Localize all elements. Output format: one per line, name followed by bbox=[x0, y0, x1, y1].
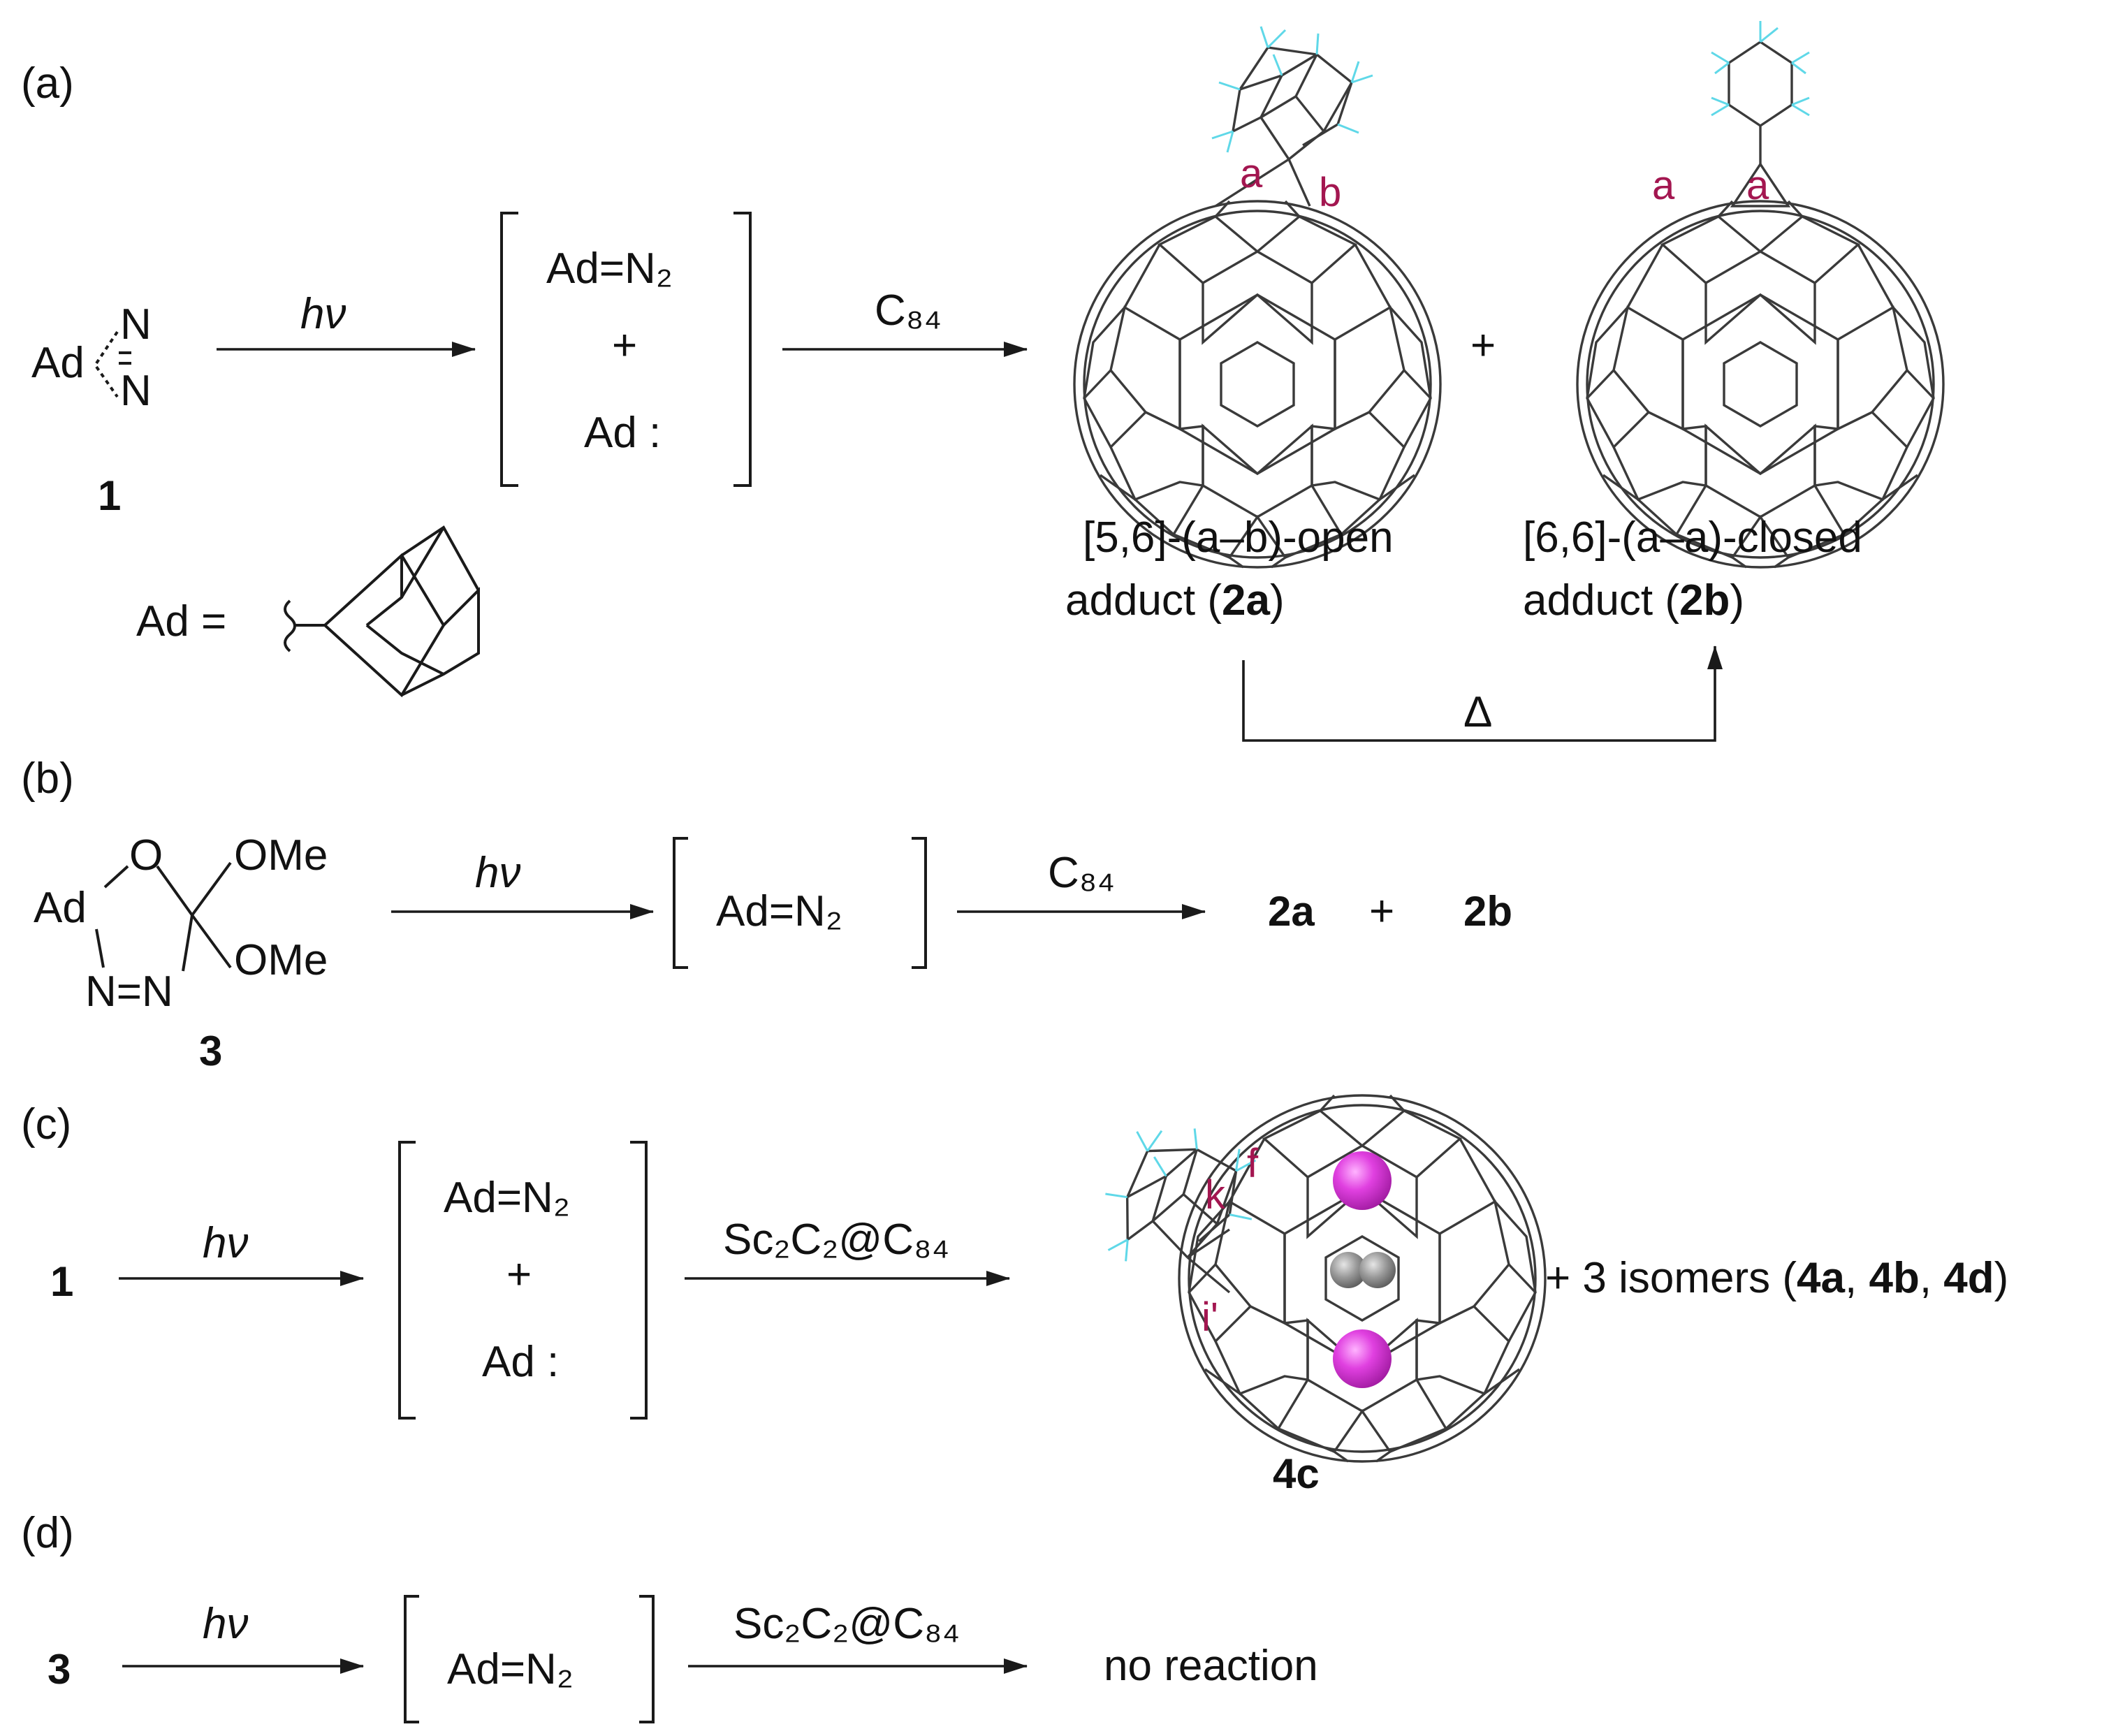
attachment-wavy-bond bbox=[284, 599, 296, 652]
fullerene-2b: a a bbox=[1576, 21, 1945, 569]
ad-definition-label: Ad = bbox=[136, 597, 226, 645]
site-2a-a: a bbox=[1240, 151, 1263, 196]
scandium-atom-bottom bbox=[1333, 1329, 1392, 1388]
condition-a-2: C₈₄ bbox=[875, 286, 942, 335]
intermediate-c-carbene: Ad : bbox=[482, 1338, 559, 1386]
plus-a: + bbox=[1470, 321, 1496, 370]
condition-a-1: hν bbox=[300, 290, 346, 338]
oxadiazoline-nn: N=N bbox=[85, 968, 173, 1016]
product-b-2a: 2a bbox=[1268, 888, 1315, 935]
compound-label-1: 1 bbox=[98, 472, 121, 519]
caption-2b-line1: [6,6]-(a–a)-closed bbox=[1523, 513, 1862, 562]
bracket-a-right bbox=[733, 212, 752, 487]
condition-b-1: hν bbox=[475, 849, 520, 897]
caption-2a-line1: [5,6]-(a–b)-open bbox=[1083, 513, 1394, 562]
caption-2b-line2: adduct (2b) bbox=[1523, 576, 1744, 625]
intermediate-c-plus: + bbox=[506, 1250, 532, 1299]
heat-label: Δ bbox=[1463, 688, 1492, 736]
panel-d-tag: (d) bbox=[21, 1509, 74, 1557]
fullerene-2a: a b bbox=[1073, 25, 1442, 569]
diazirine-n-top: N bbox=[120, 300, 152, 349]
bracket-c-left bbox=[398, 1141, 416, 1420]
carbide-carbon-right bbox=[1359, 1252, 1396, 1288]
panel-c-tag: (c) bbox=[21, 1100, 71, 1148]
reactant-d-3: 3 bbox=[48, 1646, 71, 1693]
diazirine-1: Ad N N 1 bbox=[31, 300, 152, 519]
site-2b-a-right: a bbox=[1746, 163, 1769, 208]
isomers-text: + 3 isomers (4a, 4b, 4d) bbox=[1545, 1254, 2008, 1302]
reactant-c-1: 1 bbox=[50, 1258, 73, 1305]
condition-d-1: hν bbox=[203, 1600, 248, 1648]
compound-label-3: 3 bbox=[199, 1028, 222, 1074]
diazirine-n-bottom: N bbox=[120, 367, 152, 415]
oxadiazoline-3: Ad O OMe OMe N=N 3 bbox=[34, 831, 328, 1074]
condition-c-2: Sc₂C₂@C₈₄ bbox=[723, 1216, 949, 1264]
bracket-c-right bbox=[630, 1141, 648, 1420]
intermediate-a-plus: + bbox=[612, 321, 637, 370]
site-2a-b: b bbox=[1319, 170, 1341, 215]
condition-b-2: C₈₄ bbox=[1048, 849, 1115, 897]
adamantyl-definition: Ad = bbox=[136, 526, 480, 696]
intermediate-b: Ad=N₂ bbox=[716, 887, 842, 935]
cyclohexylidene-2b bbox=[1711, 21, 1810, 128]
oxadiazoline-ome-top: OMe bbox=[234, 831, 328, 880]
compound-label-4c: 4c bbox=[1273, 1450, 1320, 1497]
intermediate-c-diazo: Ad=N₂ bbox=[444, 1174, 570, 1222]
heat-conversion-arrow bbox=[1242, 645, 1723, 742]
plus-b: + bbox=[1369, 887, 1394, 935]
site-4c-f: f bbox=[1247, 1141, 1259, 1186]
product-b-2b: 2b bbox=[1463, 888, 1512, 935]
intermediate-a-diazo: Ad=N₂ bbox=[546, 245, 673, 293]
bracket-b-left bbox=[673, 837, 688, 969]
bracket-d-left bbox=[404, 1595, 419, 1723]
adamantane-structure bbox=[323, 526, 480, 696]
site-4c-k: k bbox=[1205, 1172, 1226, 1218]
panel-b-tag: (b) bbox=[21, 754, 74, 803]
intermediate-a-carbene: Ad : bbox=[584, 409, 661, 457]
reactant-1-group: Ad bbox=[31, 339, 85, 387]
site-2b-a-left: a bbox=[1652, 163, 1675, 208]
caption-2a-line2: adduct (2a) bbox=[1065, 576, 1285, 625]
scandium-atom-top bbox=[1333, 1151, 1392, 1210]
oxadiazoline-o: O bbox=[129, 831, 163, 880]
intermediate-d: Ad=N₂ bbox=[447, 1645, 574, 1693]
reactant-3-group: Ad bbox=[34, 884, 87, 932]
site-4c-i-prime: i' bbox=[1202, 1294, 1218, 1340]
condition-c-1: hν bbox=[203, 1219, 248, 1267]
endohedral-fullerene-4c: k f i' bbox=[1087, 1094, 1547, 1463]
result-no-reaction: no reaction bbox=[1104, 1642, 1318, 1690]
panel-a-tag: (a) bbox=[21, 59, 74, 108]
condition-d-2: Sc₂C₂@C₈₄ bbox=[733, 1600, 960, 1648]
bracket-a-left bbox=[500, 212, 518, 487]
bracket-b-right bbox=[912, 837, 927, 969]
oxadiazoline-ome-bottom: OMe bbox=[234, 936, 328, 984]
carbide-carbon-left bbox=[1330, 1252, 1366, 1288]
bracket-d-right bbox=[639, 1595, 655, 1723]
